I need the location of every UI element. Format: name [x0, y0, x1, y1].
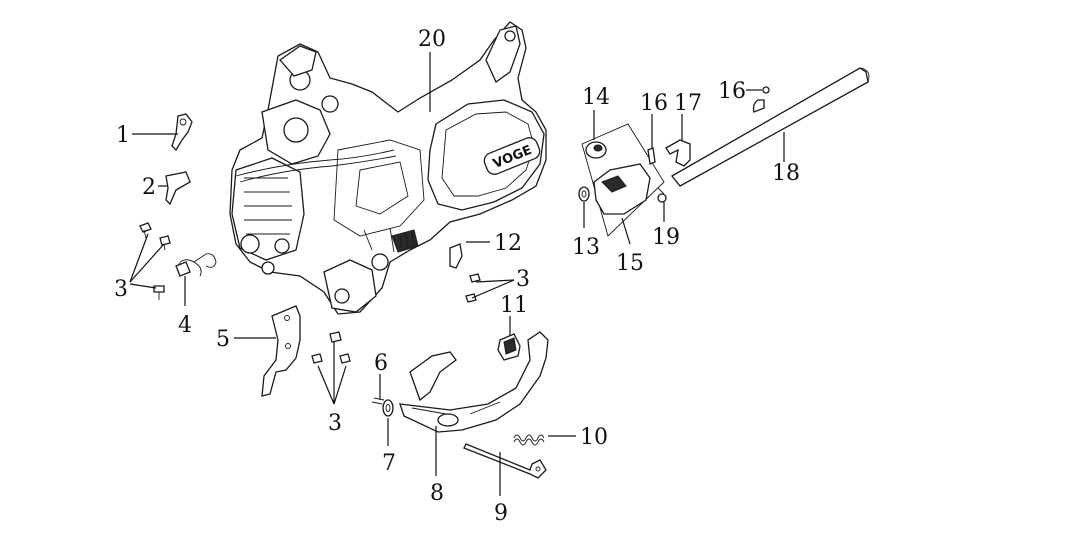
callout-3-b: 3 [328, 411, 342, 436]
part-15-reservoir-assembly [581, 123, 665, 237]
callout-18: 18 [772, 161, 800, 186]
callout-16-a: 16 [640, 91, 668, 116]
callout-16-b: 16 [718, 79, 746, 104]
callout-3-c: 3 [516, 267, 530, 292]
part-10-spring [513, 434, 545, 446]
callout-2: 2 [142, 175, 156, 200]
callout-7: 7 [382, 451, 396, 476]
part-2-bracket [165, 171, 191, 206]
part-16-clamp-a [647, 147, 656, 165]
part-3-bolts-right [465, 273, 481, 303]
part-17-short-hose [665, 139, 691, 167]
part-6-pin [371, 397, 385, 405]
part-11-rubber-block [497, 333, 521, 361]
callout-9: 9 [494, 501, 508, 526]
part-18-long-hose [671, 67, 870, 187]
part-7-washer [382, 399, 394, 417]
part-12-fitting [449, 243, 463, 269]
callout-numbers: 1 2 3 4 5 3 6 7 8 9 10 11 3 12 20 14 13 … [114, 27, 800, 526]
part-16-clamp-b [762, 86, 770, 94]
callout-10: 10 [580, 425, 608, 450]
callout-12: 12 [494, 231, 522, 256]
callout-20: 20 [418, 27, 446, 52]
part-8-center-stand [399, 331, 549, 433]
part-14-cap [585, 141, 607, 159]
callout-6: 6 [374, 351, 388, 376]
callout-13: 13 [572, 235, 600, 260]
part-5-plate [261, 305, 301, 397]
engine-assembly: VOGE [229, 21, 547, 315]
part-4-wire-clip [175, 253, 217, 277]
callout-11: 11 [500, 293, 528, 318]
part-1-clamp [171, 113, 193, 152]
part-3-bolts-center [311, 331, 351, 364]
callout-19: 19 [652, 225, 680, 250]
callout-1: 1 [116, 123, 130, 148]
part-3-bolts-left [139, 222, 171, 300]
callout-3-a: 3 [114, 277, 128, 302]
part-19-fitting [657, 187, 667, 203]
callout-4: 4 [178, 313, 192, 338]
callout-14: 14 [582, 85, 610, 110]
callout-8: 8 [430, 481, 444, 506]
callout-15: 15 [616, 251, 644, 276]
callout-5: 5 [216, 327, 230, 352]
part-13-nut [578, 186, 590, 202]
leader-lines [129, 52, 785, 496]
part-9-shaft [463, 443, 547, 479]
callout-17: 17 [674, 91, 702, 116]
